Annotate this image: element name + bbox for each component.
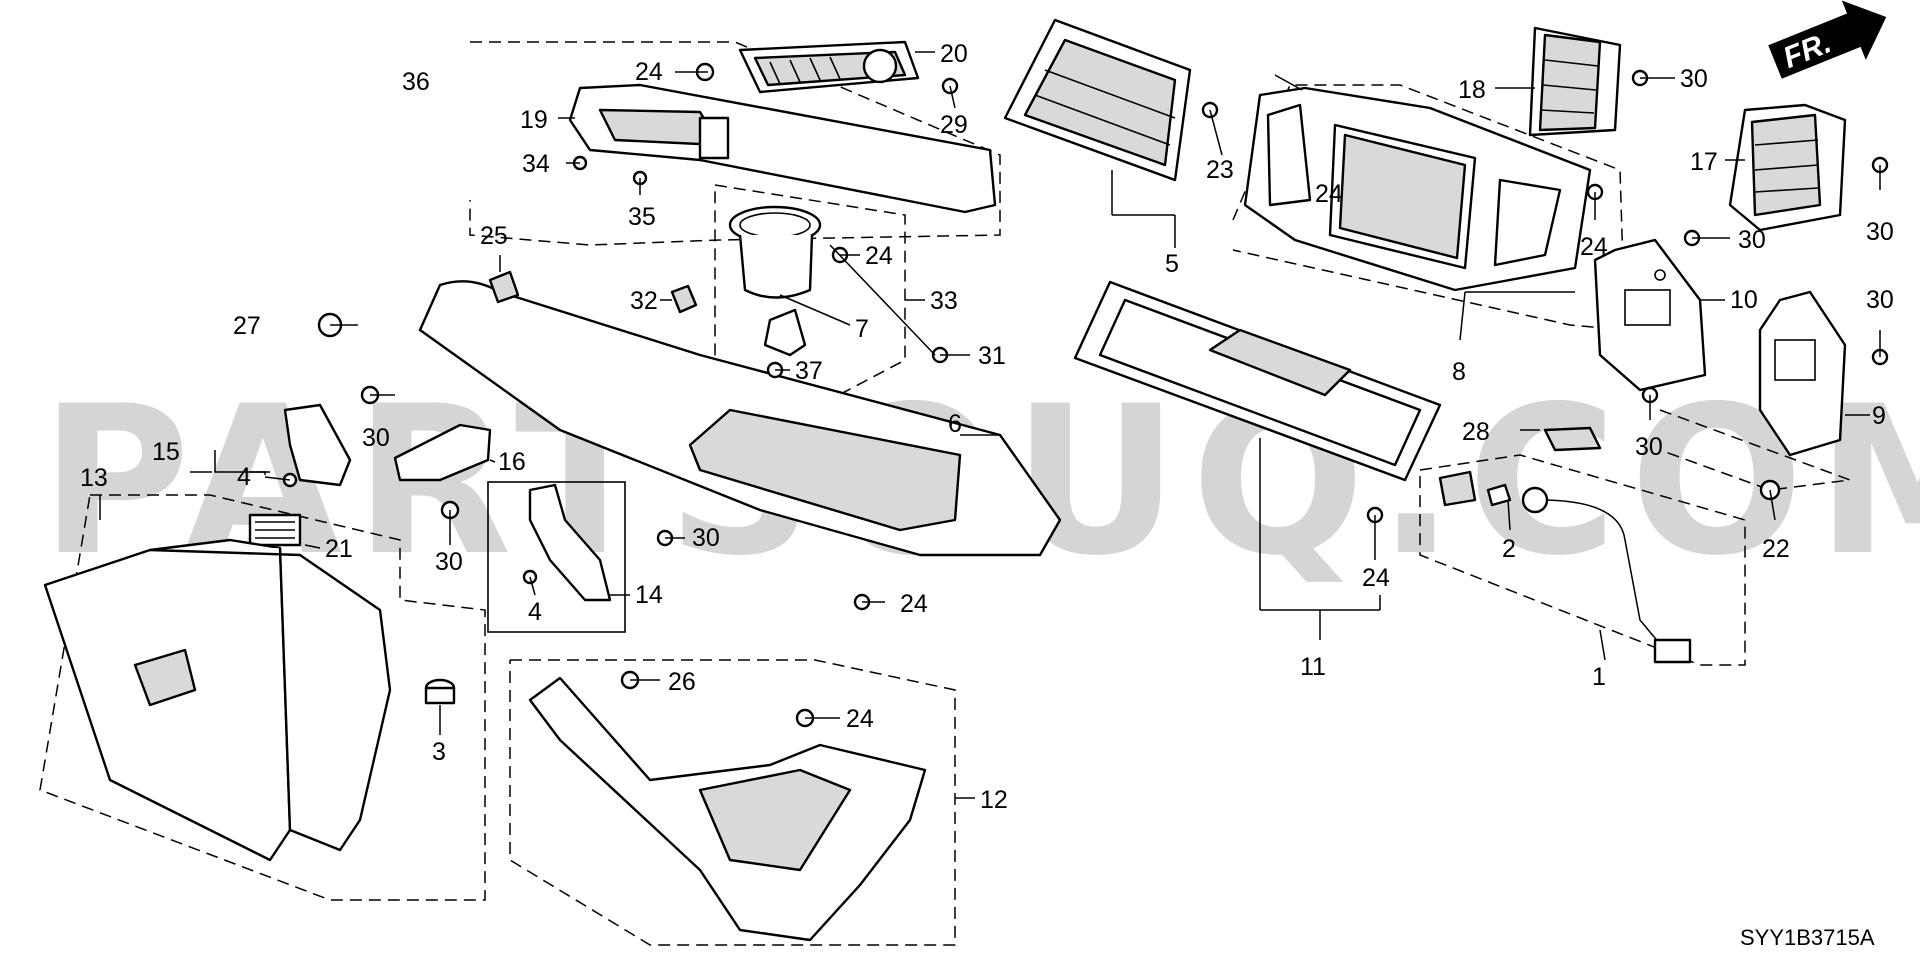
callout-30-g: 30 (1866, 286, 1894, 314)
callout-12: 12 (980, 786, 1008, 814)
callout-20: 20 (940, 40, 968, 68)
group-13-outline (39, 494, 486, 901)
callout-17: 17 (1690, 148, 1718, 176)
front-direction-arrow: FR. (1768, 0, 1887, 79)
group-8-outline (1232, 84, 1626, 331)
part-16-bracket (393, 423, 492, 482)
part-25-clip (488, 270, 520, 304)
callout-36: 36 (402, 68, 430, 96)
callout-28: 28 (1462, 418, 1490, 446)
callout-19: 19 (520, 106, 548, 134)
callout-21: 21 (325, 535, 353, 563)
callout-5: 5 (1165, 250, 1179, 278)
callout-30-a: 30 (362, 424, 390, 452)
part-9-bracket (1758, 290, 1847, 457)
part-18-vent (1528, 26, 1622, 137)
callout-4-b: 4 (528, 598, 542, 626)
callout-18: 18 (1458, 76, 1486, 104)
callout-30-f: 30 (1738, 226, 1766, 254)
part-5-display-cover (1003, 18, 1192, 182)
callout-24-f: 24 (846, 705, 874, 733)
callout-6: 6 (948, 410, 962, 438)
callout-22: 22 (1762, 535, 1790, 563)
callout-29: 29 (940, 111, 968, 139)
group-14-box (487, 481, 626, 633)
callout-30-d: 30 (1680, 65, 1708, 93)
arrow-icon (1768, 0, 1887, 79)
group-15-bracket (214, 450, 266, 475)
callout-33: 33 (930, 287, 958, 315)
callout-24-g: 24 (1315, 180, 1343, 208)
part-3-knob (424, 678, 456, 705)
part-10-bracket (1593, 238, 1707, 392)
group-9-outline (1659, 409, 1851, 491)
part-15-bracket (283, 403, 352, 487)
callout-8: 8 (1452, 358, 1466, 386)
callout-2: 2 (1502, 535, 1516, 563)
part-21-label (248, 513, 302, 547)
callout-24-c: 24 (1580, 233, 1608, 261)
callout-1: 1 (1592, 663, 1606, 691)
part-19-upper-trim (568, 83, 997, 214)
diagram-code: SYY1B3715A (1740, 925, 1875, 950)
callout-37: 37 (795, 357, 823, 385)
callout-15: 15 (152, 438, 180, 466)
callout-14: 14 (635, 581, 663, 609)
callout-26: 26 (668, 668, 696, 696)
part-2-clip (1486, 483, 1512, 507)
callout-30-b: 30 (435, 548, 463, 576)
callout-11: 11 (1300, 653, 1326, 681)
callout-30-e: 30 (1866, 218, 1894, 246)
callout-27: 27 (233, 312, 261, 340)
part-8-nav-bezel (1243, 86, 1592, 292)
callout-31: 31 (978, 342, 1006, 370)
callout-23: 23 (1206, 156, 1234, 184)
part-20-center-vent (738, 40, 920, 94)
group-12-outline (509, 659, 956, 946)
part-14-bracket (528, 483, 612, 602)
callout-24-b: 24 (865, 242, 893, 270)
callout-3: 3 (432, 738, 446, 766)
part-12-lower-cover (528, 676, 927, 942)
callout-32: 32 (630, 287, 658, 315)
part-32-clip (670, 284, 698, 314)
callout-24-a: 24 (635, 58, 663, 86)
callout-10: 10 (1730, 286, 1758, 314)
group-1-outline (1419, 454, 1746, 666)
callout-9: 9 (1872, 402, 1886, 430)
callout-25: 25 (480, 222, 508, 250)
leader-lines (99, 51, 1881, 799)
part-17-side-vent (1728, 103, 1847, 232)
callout-16: 16 (498, 448, 526, 476)
callout-24-d: 24 (1362, 564, 1390, 592)
callout-24-e: 24 (900, 590, 928, 618)
part-11-tray (1073, 280, 1442, 482)
callout-13: 13 (80, 464, 108, 492)
callouts: 1 2 3 4 4 5 6 7 8 9 10 11 12 13 14 15 16… (80, 40, 1894, 814)
callout-30-h: 30 (1635, 433, 1663, 461)
callout-34: 34 (522, 150, 550, 178)
callout-30-c: 30 (692, 524, 720, 552)
callout-35: 35 (628, 203, 656, 231)
part-7-cup-holder (728, 205, 822, 299)
group-33-outline (714, 184, 906, 406)
callout-7: 7 (855, 315, 869, 343)
part-6-dash-panel (418, 280, 1062, 557)
part-28-pad (1543, 426, 1602, 452)
callout-4-a: 4 (237, 463, 251, 491)
part-13-glove-box (43, 538, 392, 862)
part-1-cable (1438, 470, 1692, 664)
part-37-bracket (763, 308, 807, 357)
